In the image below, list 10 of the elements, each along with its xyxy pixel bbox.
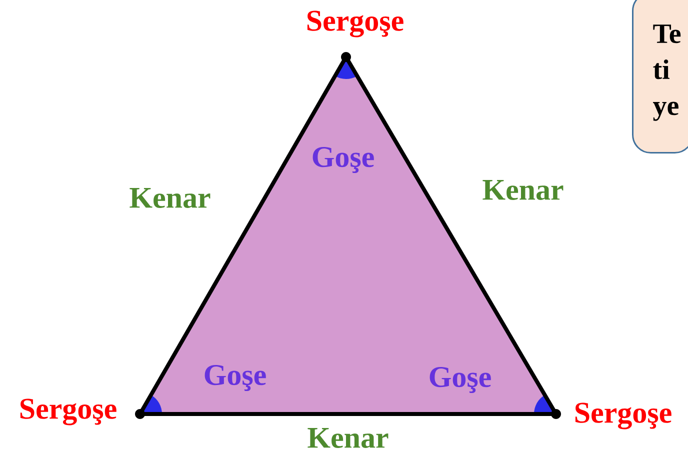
vertex-label: Sergoşe [20, 398, 116, 426]
side-label: Kenar [308, 428, 388, 448]
angle-label: Goşe [204, 364, 266, 392]
angle-label: Goşe [430, 366, 491, 394]
text-box: Te ti ye [632, 0, 688, 154]
angle-label: Goşe [312, 146, 374, 174]
vertex-label: Sergoşe [307, 10, 404, 38]
vertex-label: Sergoşe [575, 402, 672, 430]
side-label: Kenar [130, 188, 210, 208]
side-label: Kenar [482, 180, 564, 200]
